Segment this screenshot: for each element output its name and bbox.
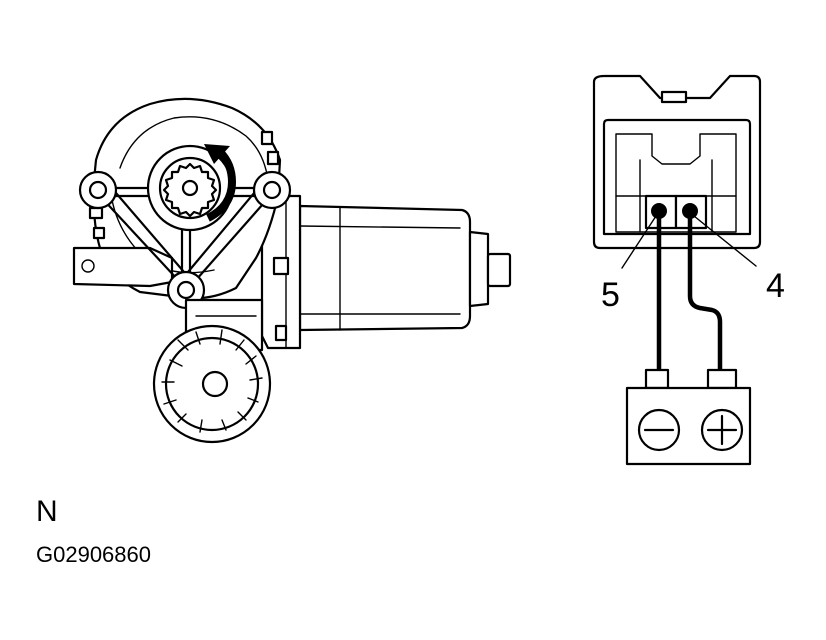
output-gear: [146, 144, 234, 232]
battery: [625, 368, 752, 466]
leader-lines: [621, 215, 757, 269]
battery-positive-terminal: [700, 408, 744, 452]
wire-harness-connector: [592, 74, 762, 250]
motor-body: [298, 204, 512, 332]
terminal-label-4: 4: [766, 267, 785, 305]
view-letter: N: [36, 495, 58, 528]
battery-negative-terminal: [637, 408, 681, 452]
figure-code: G02906860: [36, 542, 151, 567]
mounting-boss-left: [78, 170, 118, 210]
terminal-label-5: 5: [601, 276, 620, 314]
test-leads: [656, 209, 723, 375]
rotation-arrow-icon: [204, 144, 237, 222]
mounting-boss-right: [252, 170, 292, 210]
regulator-drum: [152, 298, 272, 444]
mounting-tab: [72, 246, 174, 288]
window-regulator-motor: [72, 97, 512, 444]
positive-lead: [687, 209, 723, 375]
